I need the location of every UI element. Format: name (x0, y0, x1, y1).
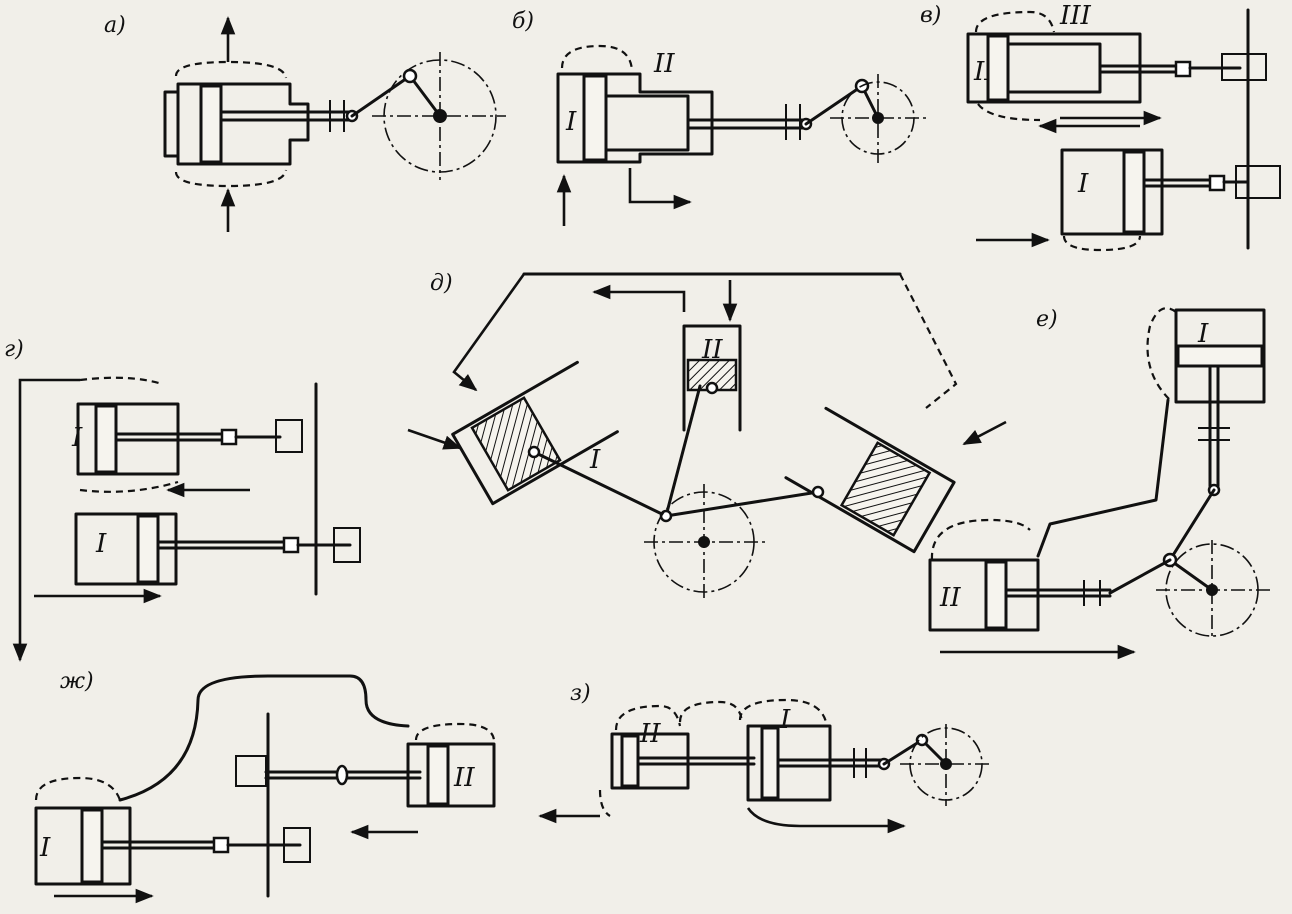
panel-g: г) I I (4, 337, 361, 662)
panel-label-a: а) (104, 13, 126, 38)
cylinder-label-zh-2: II (453, 763, 475, 793)
cylinder-label-v-3: III (1059, 1, 1092, 31)
cylinder-label-d-1a: I (589, 445, 601, 475)
panel-label-z: з) (570, 681, 591, 706)
panel-d: д) II I I (407, 271, 1007, 600)
panel-label-g: г) (4, 337, 24, 362)
cylinder-label-g-1b: I (95, 529, 107, 559)
panel-label-zh: ж) (60, 669, 94, 694)
cylinder-label-b-1: I (565, 107, 577, 137)
panel-z: з) II I (538, 681, 990, 834)
panel-a: а) (104, 13, 506, 232)
cylinder-label-e-2: II (939, 583, 961, 613)
panel-label-e: е) (1036, 307, 1058, 332)
cylinder-label-d-2: II (701, 335, 723, 365)
panel-label-d: д) (430, 271, 453, 296)
panel-zh: ж) I II (34, 669, 496, 904)
panel-e: е) I II (928, 307, 1270, 660)
panel-label-b: б) (512, 9, 534, 34)
cylinder-label-v-1: I (1077, 169, 1089, 199)
cylinder-label-z-1: I (779, 705, 791, 735)
panel-v: в) III II I (920, 1, 1281, 252)
piston-a (199, 84, 223, 164)
cylinder-label-e-1: I (1197, 319, 1209, 349)
cylinder-label-zh-1: I (39, 833, 51, 863)
cylinder-label-b-2: II (653, 49, 675, 79)
panel-b: б) II I (512, 9, 928, 226)
panel-label-v: в) (920, 3, 941, 28)
